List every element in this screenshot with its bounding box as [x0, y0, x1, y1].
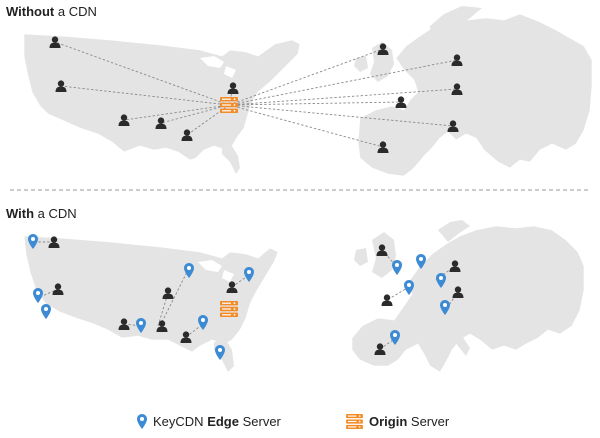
map-without-cdn	[23, 6, 593, 177]
legend-edge-bold: Edge	[207, 414, 239, 429]
scandinavia-bottom	[438, 220, 470, 242]
great-lakes-top	[200, 56, 236, 78]
legend-edge-prefix: KeyCDN	[153, 414, 208, 429]
legend-origin-suffix: Server	[407, 414, 450, 429]
legend-origin-server: Origin Server	[346, 414, 449, 429]
ireland-top	[354, 56, 368, 72]
great-lakes-bottom	[198, 260, 234, 282]
edge-server-pin-icon	[392, 260, 402, 275]
heading-with-cdn: With a CDN	[6, 206, 77, 221]
heading-with-rest: a CDN	[34, 206, 77, 221]
heading-without-cdn: Without a CDN	[6, 4, 97, 19]
edge-server-pin-icon	[33, 288, 43, 303]
legend-origin-label: Origin Server	[369, 414, 449, 429]
heading-with-bold: With	[6, 206, 35, 221]
florida-bottom	[214, 340, 234, 372]
legend-edge-server: KeyCDN Edge Server	[137, 414, 281, 429]
italy-bottom	[444, 316, 470, 356]
user-icon	[381, 294, 393, 306]
ireland-bottom	[354, 248, 368, 266]
heading-without-rest: a CDN	[54, 4, 97, 19]
server-icon	[346, 414, 363, 429]
scandinavia-top	[430, 6, 482, 54]
legend-edge-suffix: Server	[238, 414, 281, 429]
florida-top	[222, 146, 240, 174]
origin-server-icon	[220, 97, 238, 113]
legend-edge-label: KeyCDN Edge Server	[153, 414, 281, 429]
edge-server-pin-icon	[41, 304, 51, 319]
origin-server-icon	[220, 301, 238, 317]
europe-map-top	[357, 13, 593, 177]
map-with-cdn	[23, 220, 585, 373]
legend-origin-bold: Origin	[369, 414, 408, 429]
map-pin-icon	[137, 414, 147, 429]
heading-without-bold: Without	[6, 4, 55, 19]
